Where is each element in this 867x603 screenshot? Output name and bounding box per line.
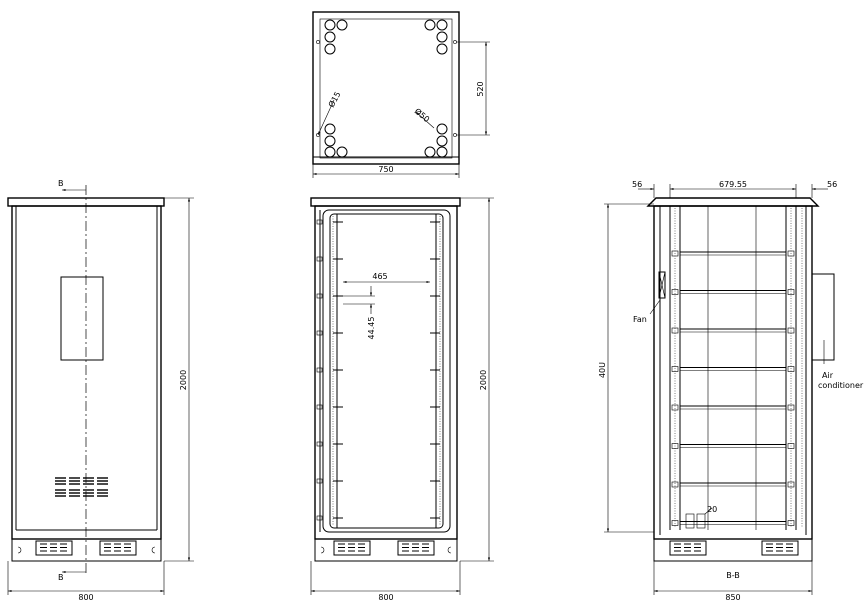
- top-width-dimension: 750: [378, 165, 393, 174]
- left-offset-dimension: 56: [632, 180, 642, 189]
- section-roof: [646, 197, 820, 207]
- front-roof: [310, 197, 461, 207]
- hole-small-label: Ø15: [326, 90, 343, 109]
- section-label-bottom: B: [58, 573, 64, 582]
- section-shelves: [671, 250, 795, 526]
- section-width-dimension: 850: [725, 593, 740, 602]
- front-rail-holes: [316, 219, 440, 521]
- left-view: B B 2000 800: [7, 179, 194, 602]
- left-window: [60, 276, 104, 361]
- left-height-dimension: 2000: [179, 370, 188, 390]
- front-frame: [322, 209, 451, 533]
- pitch-dimension: 44.45: [367, 317, 376, 340]
- top-view-outline: [312, 11, 460, 165]
- hole-large-label: Ø50: [413, 106, 432, 124]
- top-depth-dimension: 520: [476, 81, 485, 96]
- aircon-label-line1: Air: [822, 371, 834, 380]
- left-plinth: [11, 538, 162, 562]
- rail-spacing-dimension: 465: [372, 272, 387, 281]
- top-view-inner-outline: [319, 18, 453, 159]
- right-offset-dimension: 56: [827, 180, 837, 189]
- aircon-label-line2: conditioner: [818, 381, 864, 390]
- air-conditioner: [811, 273, 835, 361]
- front-width-dimension: 800: [378, 593, 393, 602]
- section-height-dimension: 40U: [598, 362, 607, 378]
- left-door-vents: [55, 477, 108, 497]
- top-view-holes: [316, 19, 457, 158]
- section-plinth: [653, 538, 813, 562]
- front-height-dimension: 2000: [479, 370, 488, 390]
- left-body: [11, 205, 162, 540]
- left-width-dimension: 800: [78, 593, 93, 602]
- section-view: Fan Air conditioner 20 40U 679.55 56 56: [598, 180, 864, 602]
- fan: [658, 271, 666, 299]
- section-name: B-B: [726, 571, 740, 580]
- top-view: Ø15 Ø50 520 750: [312, 11, 490, 178]
- front-plinth: [314, 538, 458, 562]
- front-view: 465 44.45 2000 800: [310, 197, 494, 602]
- fan-label: Fan: [633, 315, 647, 324]
- section-label-top: B: [58, 179, 64, 188]
- bottom-gap-label: 20: [707, 505, 717, 514]
- inner-width-dimension: 679.55: [719, 180, 747, 189]
